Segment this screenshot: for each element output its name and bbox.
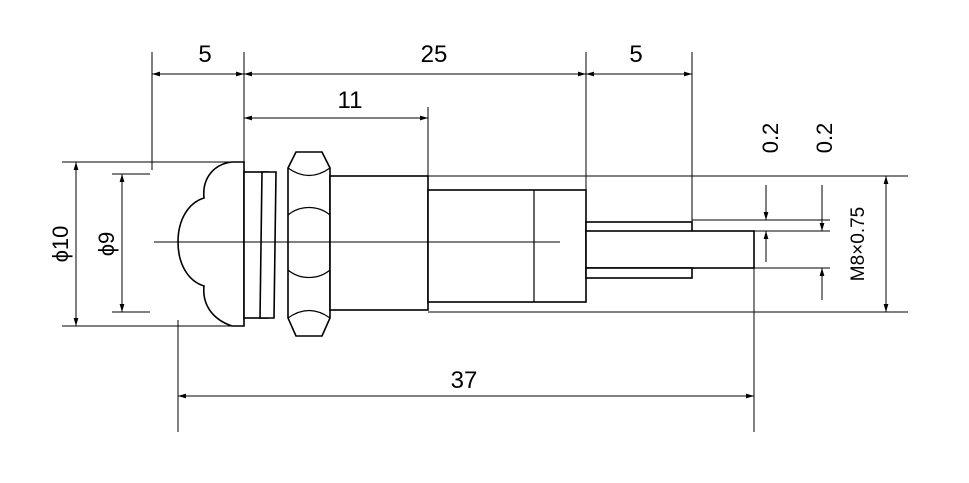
main-barrel: [329, 175, 429, 311]
label-thread: M8×0.75: [848, 207, 869, 281]
lock-washer: [259, 171, 277, 319]
terminal-pin-lower: [585, 267, 693, 279]
label-37: 37: [451, 367, 478, 394]
label-0.2-a: 0.2: [758, 123, 783, 154]
label-phi9: ϕ9: [94, 232, 119, 257]
label-phi10: ϕ10: [48, 226, 73, 263]
label-5-left: 5: [198, 41, 211, 68]
rear-housing: [427, 189, 587, 303]
dimension-lines: [73, 71, 889, 399]
lamp-cap: [177, 161, 245, 327]
label-11: 11: [338, 87, 363, 114]
extension-lines: [62, 52, 908, 432]
terminal-pin-center: [585, 230, 755, 269]
label-25: 25: [421, 41, 448, 68]
hex-nut: [287, 151, 331, 337]
label-0.2-b: 0.2: [812, 123, 837, 154]
lamp-body: [177, 151, 755, 337]
label-5-right: 5: [629, 41, 642, 68]
dimension-labels: 5 25 5 11 37 ϕ10 ϕ9 0.2 0.2 M8×0.75: [48, 41, 869, 394]
